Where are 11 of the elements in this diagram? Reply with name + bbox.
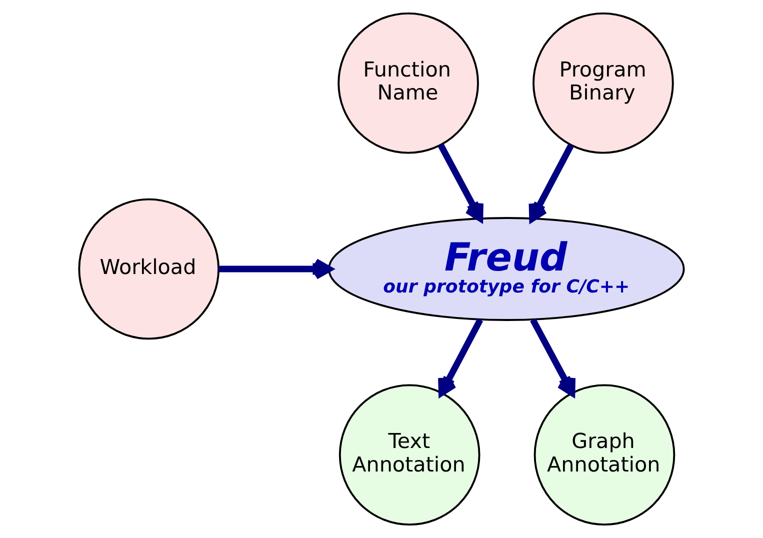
arrow (438, 318, 484, 396)
arrow (528, 144, 574, 222)
node-circle: Graph Annotation (534, 384, 676, 526)
arrow (530, 318, 576, 396)
node-circle: Text Annotation (338, 384, 480, 526)
arrow (218, 258, 332, 280)
node-ellipse: Freud our prototype for C/C++ (328, 217, 685, 321)
node-circle: Workload (78, 198, 220, 340)
arrow (438, 143, 484, 222)
node-circle: Function Name (338, 12, 479, 154)
node-circle: Program Binary (532, 12, 674, 154)
